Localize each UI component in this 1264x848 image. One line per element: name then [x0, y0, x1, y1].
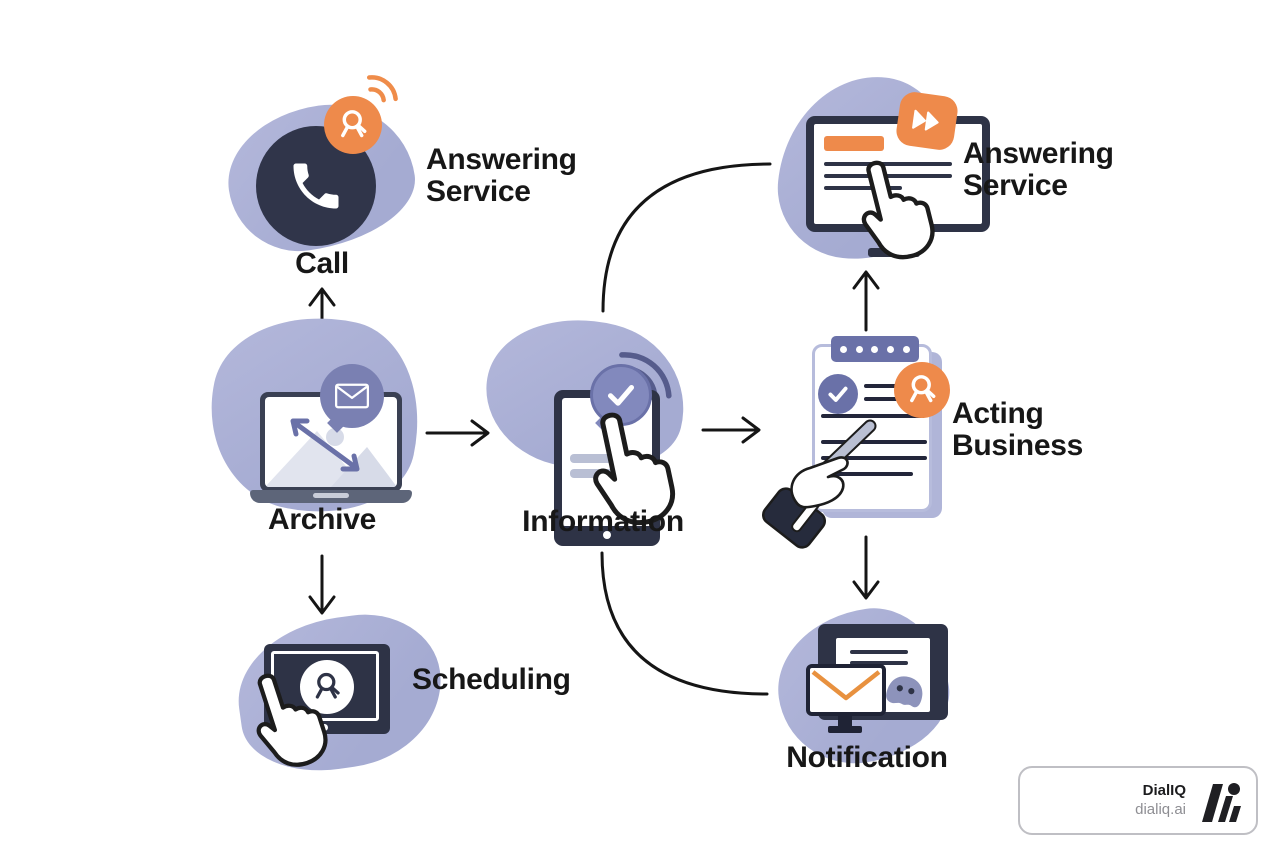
check-icon — [818, 374, 858, 414]
search-user-badge-icon — [894, 362, 950, 418]
monitor-base — [828, 726, 862, 733]
logo-mark-icon — [1202, 782, 1241, 822]
arrow-archive-to-information — [425, 419, 490, 447]
envelope-icon — [806, 664, 886, 716]
search-user-badge-icon — [324, 96, 382, 154]
pen-hand-icon — [762, 419, 877, 549]
clipboard-clip — [831, 336, 919, 362]
search-user-icon — [300, 660, 354, 714]
node-label-information: Information — [522, 505, 684, 538]
node-label-archive: Archive — [268, 503, 376, 536]
node-label-call: Call — [295, 247, 349, 280]
arrow-archive-to-scheduling — [308, 554, 336, 615]
brand-text: DialIQ dialiq.ai — [1135, 782, 1186, 820]
fast-forward-badge-icon — [894, 90, 960, 152]
arrow-acting-to-answering — [852, 270, 880, 332]
arrow-acting-to-notification — [852, 535, 880, 600]
signal-waves-icon — [366, 75, 398, 103]
annotation-answering-service-left: Answering Service — [426, 143, 577, 209]
arc-information-to-notification — [600, 551, 769, 696]
arrow-information-to-acting — [701, 416, 761, 444]
annotation-acting-business: Acting Business — [952, 397, 1083, 463]
pointing-hand-icon — [861, 160, 935, 260]
annotation-answering-service-right: Answering Service — [963, 137, 1114, 203]
envelope-badge-icon — [320, 364, 384, 428]
brand-name: DialIQ — [1142, 781, 1186, 799]
laptop-base — [250, 490, 412, 503]
pointing-hand-icon — [256, 673, 328, 767]
pointing-hand-icon — [593, 412, 676, 526]
brand-domain: dialiq.ai — [1135, 800, 1186, 818]
node-label-notification: Notification — [786, 741, 948, 774]
monitor-neck — [838, 716, 852, 726]
brand-watermark: DialIQ dialiq.ai — [1018, 766, 1258, 835]
chatbot-icon — [886, 676, 923, 708]
arc-information-to-answering — [601, 162, 772, 313]
node-label-scheduling: Scheduling — [412, 663, 571, 696]
